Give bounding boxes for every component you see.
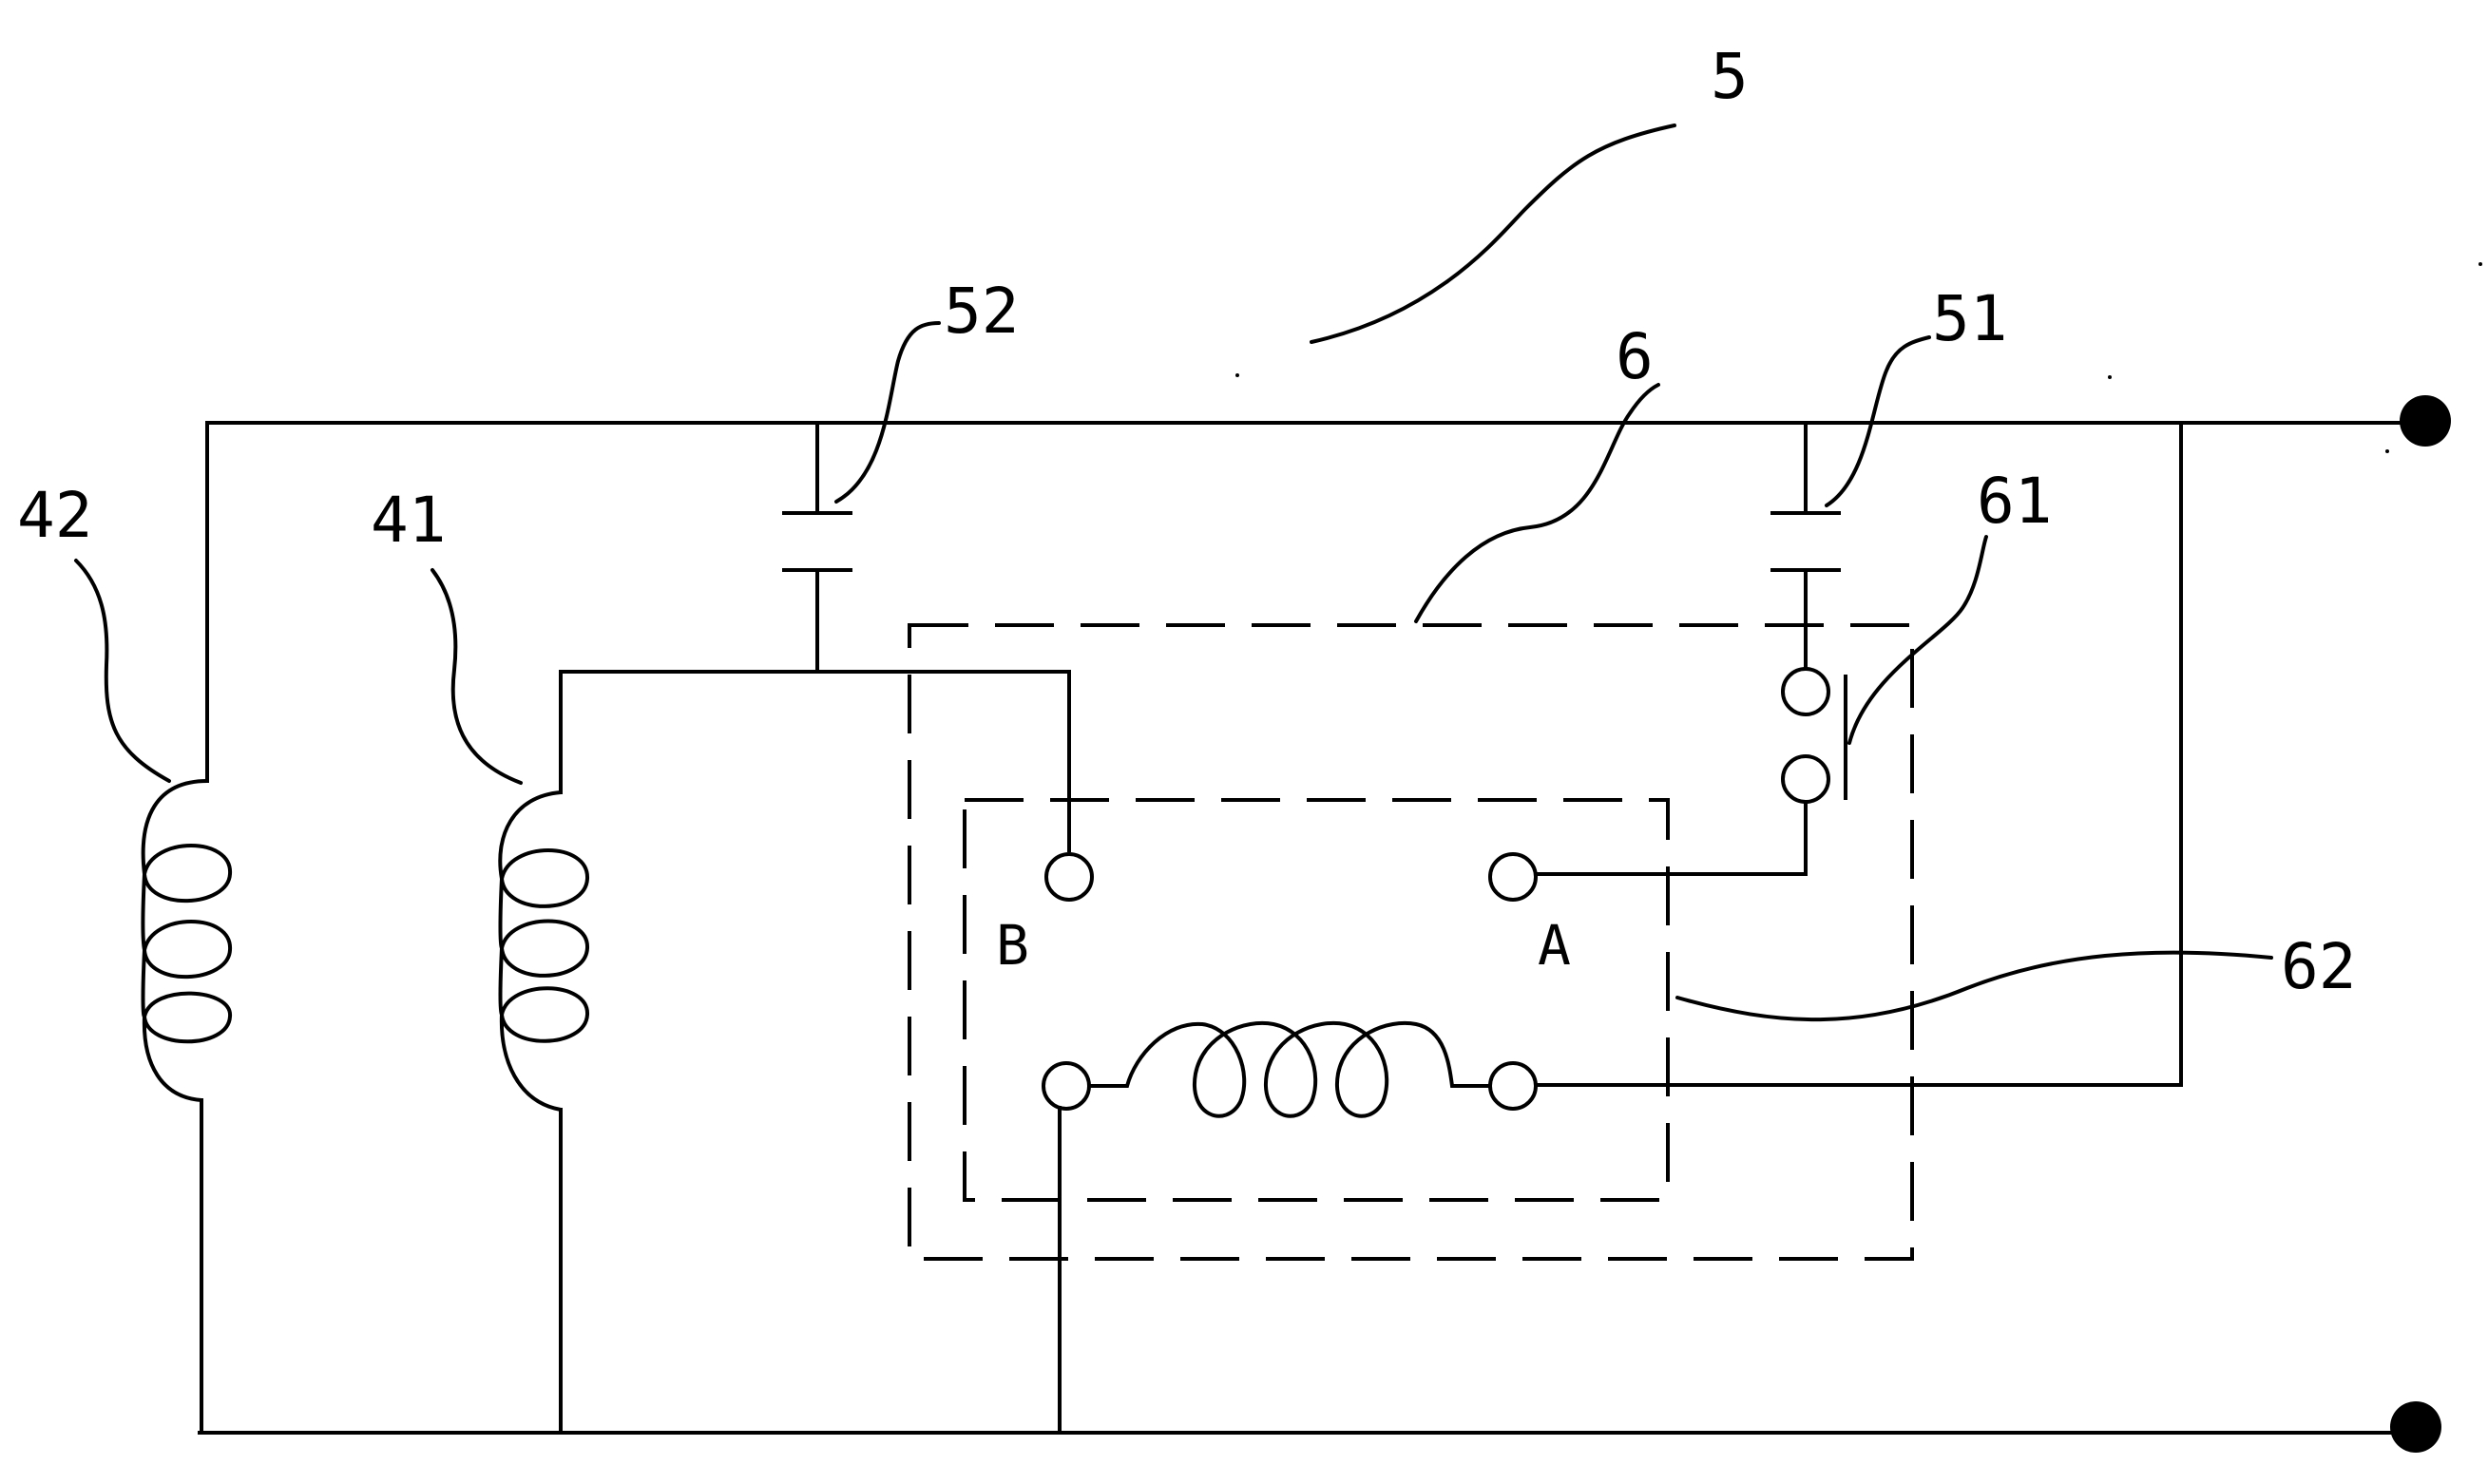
label-62: 62 bbox=[2281, 930, 2356, 1003]
leader-5 bbox=[1310, 124, 1676, 344]
label-b: B bbox=[996, 913, 1029, 978]
label-52: 52 bbox=[944, 275, 1019, 348]
leader-61 bbox=[1847, 535, 1988, 745]
relay-coil bbox=[1042, 1020, 1538, 1435]
top-terminal-dot bbox=[2400, 395, 2451, 447]
terminal-b bbox=[1044, 852, 1094, 902]
branch-wire bbox=[559, 670, 1071, 852]
contact-51 bbox=[1770, 421, 1841, 670]
label-a: A bbox=[1538, 913, 1571, 978]
leader-52 bbox=[834, 321, 941, 504]
label-6: 6 bbox=[1616, 320, 1654, 393]
dashed-box-6 bbox=[908, 623, 1914, 1261]
scan-speck bbox=[2108, 375, 2112, 379]
bottom-terminal-dot bbox=[2390, 1401, 2441, 1453]
winding-42 bbox=[141, 421, 233, 1435]
contact-52 bbox=[782, 421, 852, 674]
scan-speck bbox=[2478, 262, 2482, 266]
leader-42 bbox=[74, 559, 171, 783]
label-42: 42 bbox=[17, 479, 92, 552]
label-51: 51 bbox=[1932, 282, 2007, 355]
leader-41 bbox=[431, 568, 523, 785]
leader-6 bbox=[1414, 383, 1660, 623]
leader-51 bbox=[1825, 335, 1931, 507]
label-41: 41 bbox=[371, 484, 446, 557]
scan-speck bbox=[1235, 373, 1239, 377]
leader-62 bbox=[1675, 950, 2273, 1022]
label-61: 61 bbox=[1977, 465, 2052, 538]
pushbutton-switch-61 bbox=[1532, 667, 1847, 876]
label-5: 5 bbox=[1711, 40, 1749, 113]
dashed-box-62 bbox=[963, 798, 1670, 1202]
terminal-a bbox=[1488, 852, 1538, 902]
winding-41 bbox=[498, 670, 590, 1435]
scan-speck bbox=[2385, 449, 2389, 453]
right-return-wire bbox=[1536, 421, 2183, 1087]
